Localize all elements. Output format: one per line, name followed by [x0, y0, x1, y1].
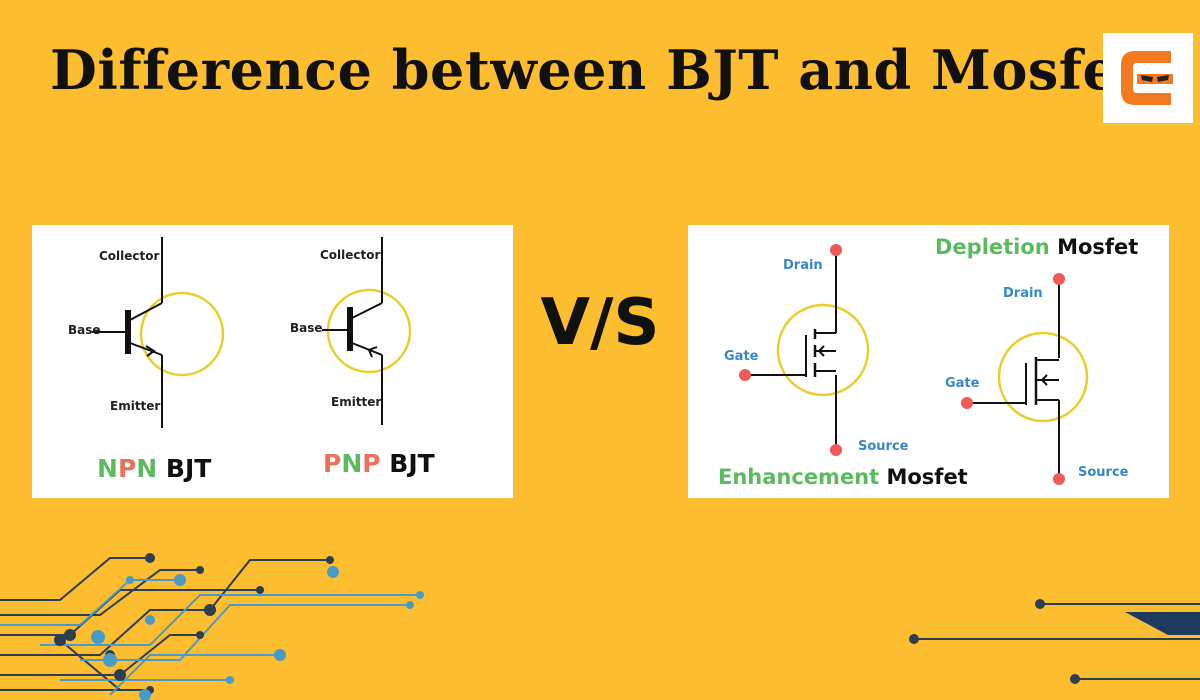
- bjt-symbols: [92, 237, 412, 428]
- bjt-diagram-panel: Collector Base Emitter Collector Base Em…: [32, 225, 513, 498]
- pnp-base-label: Base: [290, 321, 323, 335]
- depletion-drain-label: Drain: [1003, 286, 1043, 301]
- enhancement-caption-highlight: Enhancement: [718, 465, 880, 489]
- pnp-caption-p1: P: [323, 449, 342, 478]
- enhancement-source-label: Source: [858, 439, 909, 454]
- pnp-emitter-label: Emitter: [331, 395, 382, 409]
- circuit-traces-left: [0, 553, 424, 700]
- page-title: Difference between BJT and Mosfet: [50, 38, 1143, 102]
- npn-symbol: [92, 237, 225, 428]
- pnp-collector-label: Collector: [320, 248, 381, 262]
- depletion-source-label: Source: [1078, 465, 1129, 480]
- npn-caption-suffix: BJT: [157, 454, 212, 483]
- npn-caption-n1: N: [97, 454, 118, 483]
- enhancement-caption-suffix: Mosfet: [879, 465, 968, 489]
- npn-emitter-label: Emitter: [110, 399, 161, 413]
- circuit-traces-right: [909, 599, 1200, 684]
- npn-caption-n2: N: [136, 454, 158, 483]
- brand-logo: [1103, 33, 1193, 123]
- npn-caption: NPN BJT: [97, 454, 211, 483]
- depletion-caption: Depletion Mosfet: [935, 235, 1138, 259]
- npn-collector-label: Collector: [99, 249, 160, 263]
- mosfet-symbols: [739, 244, 1089, 485]
- depletion-mosfet-symbol: [961, 273, 1089, 485]
- pnp-caption-p2: P: [362, 449, 381, 478]
- pnp-caption: PNP BJT: [323, 449, 435, 478]
- npn-base-label: Base: [68, 323, 101, 337]
- enhancement-caption: Enhancement Mosfet: [718, 465, 968, 489]
- pnp-caption-suffix: BJT: [380, 449, 435, 478]
- depletion-gate-label: Gate: [945, 376, 980, 391]
- enhancement-drain-label: Drain: [783, 258, 823, 273]
- versus-label: V/S: [540, 286, 660, 360]
- depletion-caption-highlight: Depletion: [935, 235, 1050, 259]
- enhancement-gate-label: Gate: [724, 349, 759, 364]
- enhancement-mosfet-symbol: [739, 244, 870, 456]
- pnp-caption-n: N: [341, 449, 363, 478]
- depletion-caption-suffix: Mosfet: [1049, 235, 1139, 259]
- mosfet-diagram-panel: Drain Gate Source Drain Gate Source Depl…: [688, 225, 1169, 498]
- brand-logo-icon: [1121, 51, 1173, 105]
- pnp-symbol: [322, 237, 412, 425]
- npn-caption-p: P: [117, 454, 137, 483]
